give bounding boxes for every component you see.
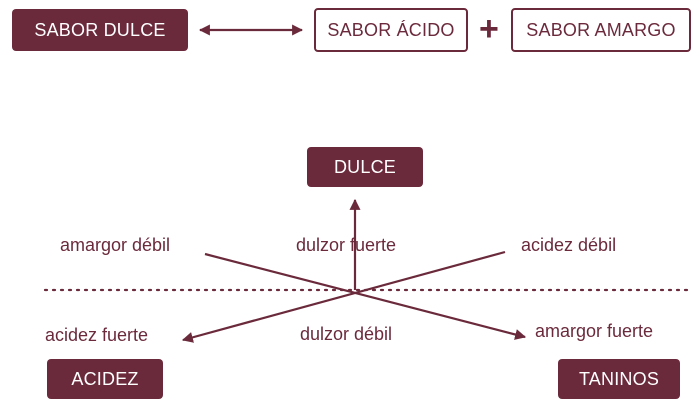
acidez-debil-label: acidez débil bbox=[521, 235, 617, 255]
amargor-debil-label: amargor débil bbox=[60, 235, 171, 255]
taninos-box: TANINOS bbox=[558, 359, 680, 399]
dulzor-fuerte-label: dulzor fuerte bbox=[296, 235, 397, 255]
amargor-fuerte-label: amargor fuerte bbox=[535, 321, 654, 341]
sabor-amargo-box: SABOR AMARGO bbox=[511, 8, 691, 52]
plus-sign: + bbox=[479, 10, 499, 48]
sabor-dulce-label: SABOR DULCE bbox=[34, 19, 166, 40]
sabor-acido-box: SABOR ÁCIDO bbox=[314, 8, 468, 52]
sabor-amargo-label: SABOR AMARGO bbox=[526, 19, 676, 40]
dulzor-debil-label: dulzor débil bbox=[300, 324, 393, 344]
sabor-dulce-box: SABOR DULCE bbox=[12, 9, 188, 51]
taninos-label: TANINOS bbox=[578, 368, 660, 389]
amargor-line bbox=[204, 252, 527, 340]
sabor-acido-label: SABOR ÁCIDO bbox=[327, 19, 455, 40]
acidez-label: ACIDEZ bbox=[71, 368, 139, 389]
acidez-line bbox=[181, 250, 506, 343]
acidez-box: ACIDEZ bbox=[47, 359, 163, 399]
dulce-box: DULCE bbox=[307, 147, 423, 187]
acidez-fuerte-label: acidez fuerte bbox=[45, 325, 149, 345]
dulce-label: DULCE bbox=[333, 156, 396, 177]
